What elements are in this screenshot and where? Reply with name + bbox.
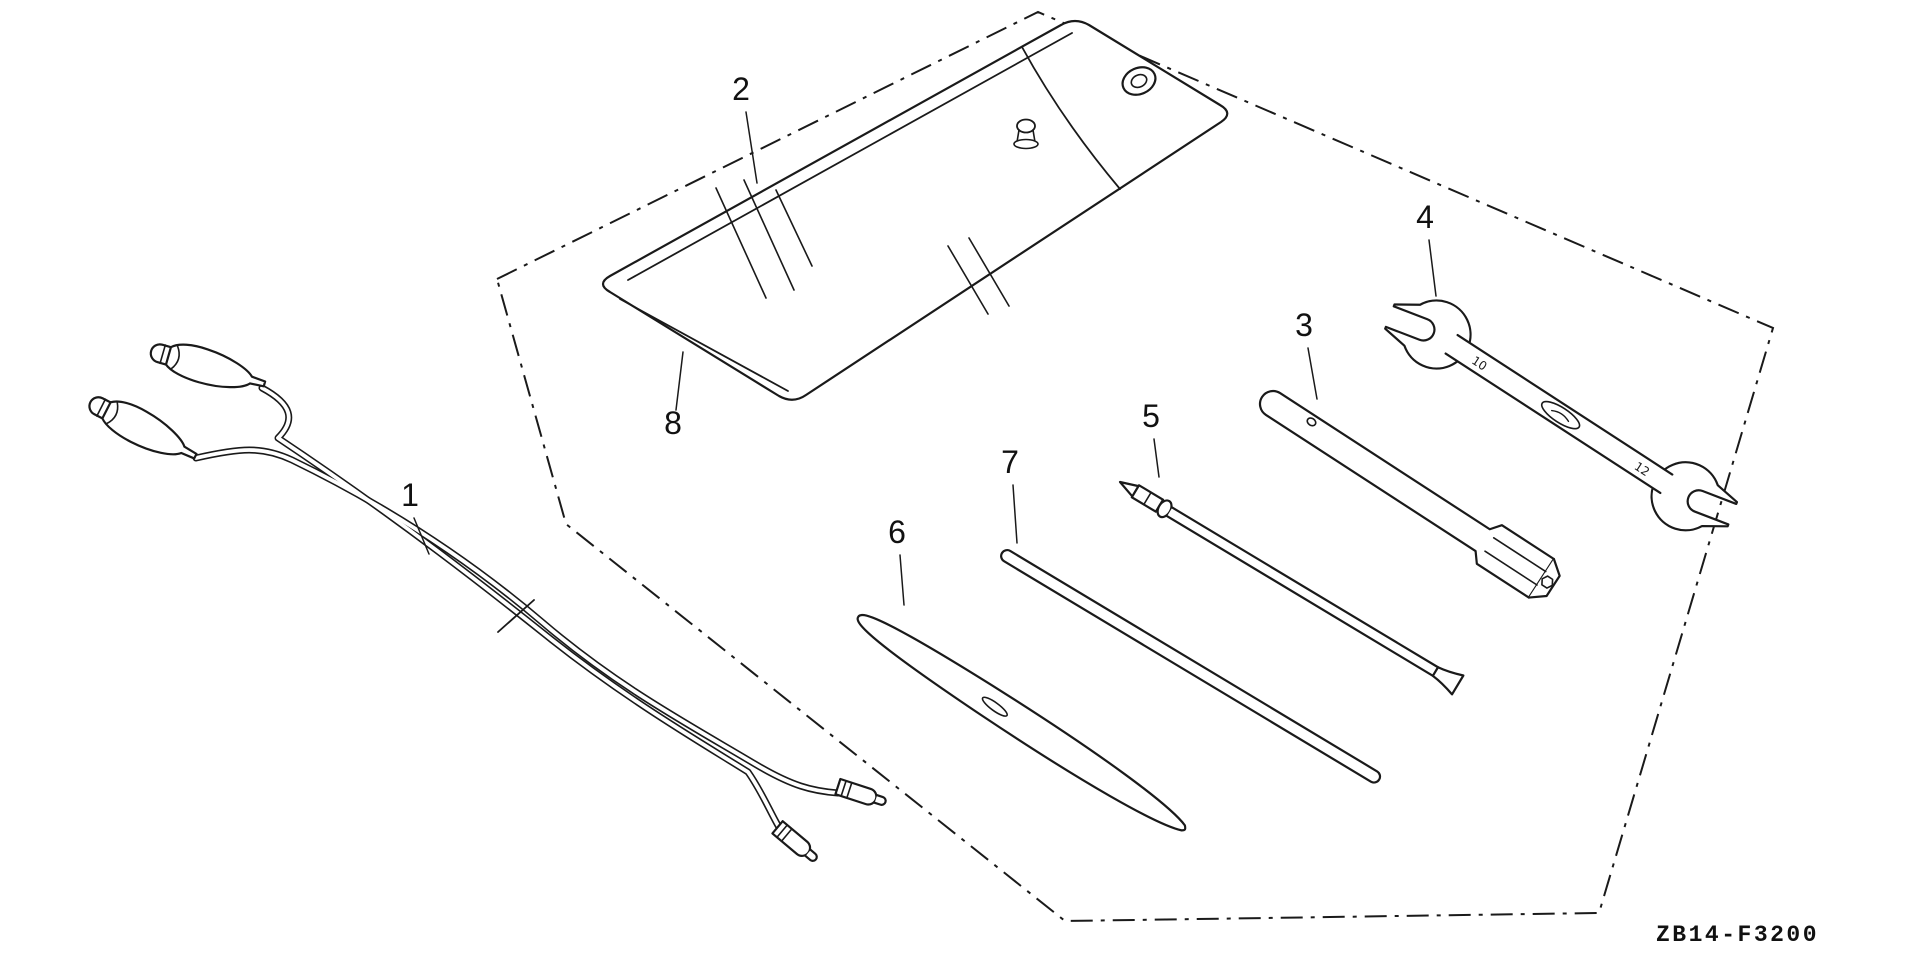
callout-8: 8	[664, 405, 682, 441]
part-code: ZB14-F3200	[1656, 922, 1819, 948]
harness-wires	[192, 384, 842, 833]
wrench-size-right: 12	[1632, 459, 1652, 479]
wire-break-mark	[497, 599, 535, 633]
wrench-size-left: 10	[1469, 353, 1489, 373]
callout-1: 1	[401, 477, 419, 513]
screwdriver-blade	[1431, 666, 1465, 696]
callout-5-leader	[1153, 438, 1160, 478]
callout-3-leader	[1307, 347, 1318, 400]
handle-rod	[1000, 549, 1382, 784]
open-end-wrench: 10 12	[1384, 299, 1739, 532]
callout-2-leader	[745, 111, 758, 184]
bag-sheen-lines	[715, 179, 1010, 315]
callout-7: 7	[1001, 444, 1019, 480]
spark-plug-wrench	[1258, 389, 1561, 599]
callout-3: 3	[1295, 307, 1313, 343]
plug-cap-lower	[88, 396, 198, 460]
plug-cap-upper	[149, 343, 267, 389]
callout-1-leader	[413, 517, 430, 555]
plug-wrench-body	[1258, 389, 1556, 599]
wire-terminal-right	[834, 777, 887, 806]
bag-flap-line	[1021, 46, 1121, 190]
tool-bag	[601, 19, 1229, 401]
screwdriver	[1118, 480, 1465, 696]
tool-bag-outline	[601, 19, 1229, 401]
plug-wrench-hex-hole	[1541, 575, 1554, 589]
handle-lever	[856, 614, 1187, 832]
lever-outline	[856, 614, 1187, 832]
boundary-frame	[495, 10, 1775, 923]
wire-harness	[88, 343, 887, 862]
callout-8-leader	[675, 351, 684, 411]
callout-4: 4	[1416, 199, 1434, 235]
bag-opening-edge	[627, 32, 1073, 281]
callout-7-leader	[1012, 484, 1018, 544]
callout-6: 6	[888, 514, 906, 550]
rod-outline	[1000, 549, 1382, 784]
bag-fold-seam	[619, 298, 789, 392]
wrench-head-right	[1650, 461, 1739, 532]
callout-4-leader	[1428, 239, 1437, 297]
callout-leaders	[413, 111, 1437, 606]
lever-slot	[981, 696, 1008, 717]
wire-terminal-lower	[771, 820, 818, 862]
callout-6-leader	[899, 554, 905, 606]
callout-5: 5	[1142, 398, 1160, 434]
bag-snap-stud	[1013, 118, 1039, 150]
plug-wrench-bar-hole	[1306, 417, 1317, 427]
bag-snap-button	[1121, 66, 1157, 96]
callout-2: 2	[732, 71, 750, 107]
wrench-logo-oval	[1540, 400, 1581, 430]
